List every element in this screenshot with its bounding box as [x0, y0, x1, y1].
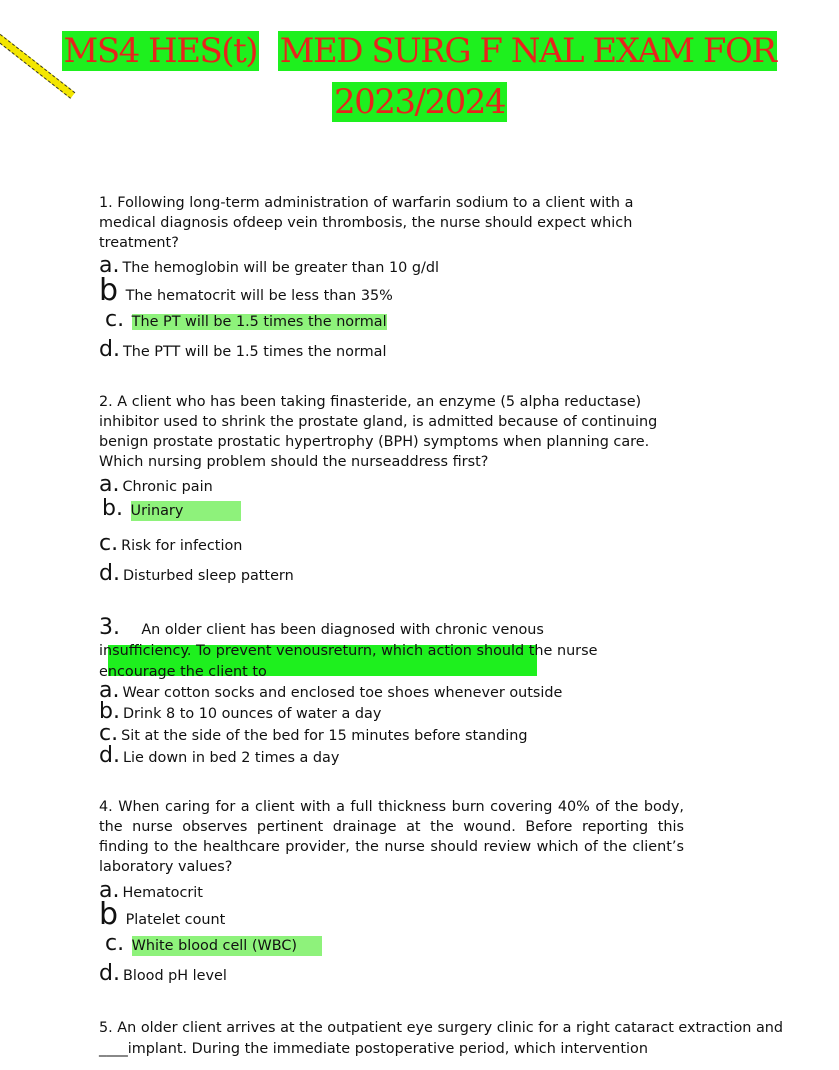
- question-1-option-c: c. The PT will be 1.5 times the normal: [105, 307, 387, 332]
- question-5-line1: 5. An older client arrives at the outpat…: [99, 1020, 784, 1036]
- answer-highlight: The PT will be 1.5 times the normal: [131, 314, 387, 330]
- question-3-option-d: d.Lie down in bed 2 times a day: [99, 743, 340, 768]
- question-3-option-a: a.Wear cotton socks and enclosed toe sho…: [99, 678, 563, 703]
- document-title-line2: 2023/2024: [0, 82, 839, 122]
- question-4-option-c: c. White blood cell (WBC): [105, 933, 322, 956]
- question-3-line3: encourage the client to: [99, 664, 267, 680]
- question-3-option-b: b.Drink 8 to 10 ounces of water a day: [99, 699, 382, 724]
- question-3-line2: insufficiency. To prevent venousreturn, …: [99, 643, 598, 659]
- question-1-option-a: a.The hemoglobin will be greater than 10…: [99, 253, 439, 278]
- title-year: 2023/2024: [331, 82, 507, 122]
- question-5-line2: ____implant. During the immediate postop…: [99, 1041, 648, 1057]
- question-1-option-d: d.The PTT will be 1.5 times the normal: [99, 337, 387, 362]
- question-2-option-b: b. Urinary: [102, 498, 241, 521]
- question-3-line1: 3. An older client has been diagnosed wi…: [99, 615, 544, 640]
- question-4-text: 4. When caring for a client with a full …: [99, 799, 684, 875]
- question-2-option-a: a.Chronic pain: [99, 472, 213, 497]
- title-part-a: MS4 HES(t): [61, 31, 259, 71]
- question-2-option-c: c.Risk for infection: [99, 531, 243, 556]
- question-2-option-d: d.Disturbed sleep pattern: [99, 561, 294, 586]
- question-1-option-b: b The hematocrit will be less than 35%: [99, 273, 393, 308]
- question-2-text: 2. A client who has been taking finaster…: [99, 394, 658, 470]
- question-4-option-d: d.Blood pH level: [99, 961, 227, 986]
- answer-highlight: Urinary: [130, 501, 241, 521]
- question-4-option-a: a.Hematocrit: [99, 878, 203, 903]
- question-1-text: 1. Following long-term administration of…: [99, 195, 634, 251]
- title-part-b: MED SURG F NAL EXAM FOR: [277, 31, 778, 71]
- question-4-option-b: b Platelet count: [99, 897, 226, 932]
- question-3-highlight: [108, 645, 537, 676]
- question-3-option-c: c.Sit at the side of the bed for 15 minu…: [99, 721, 528, 746]
- answer-highlight: White blood cell (WBC): [131, 936, 322, 956]
- document-title-line1: MS4 HES(t) MED SURG F NAL EXAM FOR: [0, 31, 839, 71]
